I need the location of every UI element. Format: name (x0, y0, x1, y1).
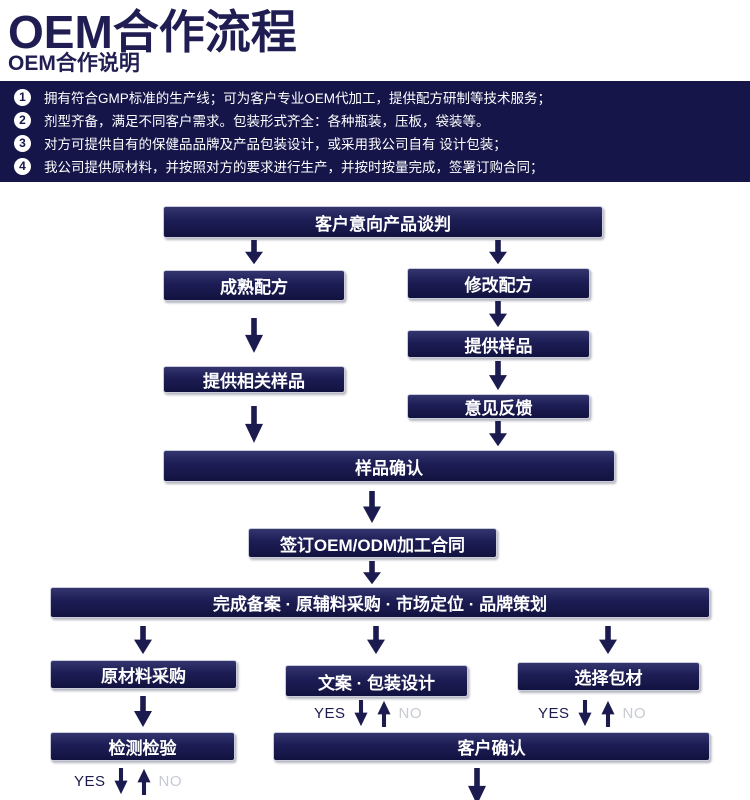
flow-box-modify-formula: 修改配方 (407, 268, 590, 299)
flow-box-mature-formula: 成熟配方 (163, 270, 345, 301)
flow-box-record-purchase-positioning: 完成备案 · 原辅料采购 · 市场定位 · 品牌策划 (50, 587, 710, 618)
arrow-down-icon (487, 361, 509, 391)
flow-box-negotiation: 客户意向产品谈判 (163, 206, 603, 238)
arrow-down-icon (353, 700, 369, 727)
arrow-down-icon (577, 700, 593, 727)
arrow-down-icon (243, 406, 265, 444)
intro-item-1: 1 拥有符合GMP标准的生产线；可为客户专业OEM代加工，提供配方研制等技术服务… (14, 87, 740, 107)
number-3-icon: 3 (14, 134, 31, 152)
yesno-loop-select-packaging: YES NO (538, 700, 646, 727)
page-subtitle: OEM合作说明 (8, 52, 140, 75)
intro-item-2: 2 剂型齐备，满足不同客户需求。包装形式齐全：各种瓶装，压板，袋装等。 (14, 110, 740, 130)
no-label: NO (398, 705, 423, 722)
arrow-down-icon (466, 768, 488, 800)
flow-box-raw-material-purchase: 原材料采购 (50, 660, 237, 689)
arrow-down-icon (487, 421, 509, 447)
arrow-up-icon (600, 700, 616, 727)
intro-item-text: 拥有符合GMP标准的生产线；可为客户专业OEM代加工，提供配方研制等技术服务； (44, 91, 552, 106)
intro-item-text: 我公司提供原材料，并按照对方的要求进行生产，并按时按量完成，签署订购合同； (44, 160, 544, 175)
arrow-down-icon (243, 318, 265, 354)
number-4-icon: 4 (14, 157, 31, 175)
arrow-down-icon (113, 768, 129, 795)
arrow-down-icon (132, 626, 154, 655)
arrow-down-icon (365, 626, 387, 655)
no-label: NO (622, 705, 647, 722)
intro-bar: 1 拥有符合GMP标准的生产线；可为客户专业OEM代加工，提供配方研制等技术服务… (0, 81, 750, 182)
yesno-loop-copy-packaging: YES NO (314, 700, 422, 727)
no-label: NO (158, 773, 183, 790)
flow-box-copy-packaging-design: 文案 · 包装设计 (285, 665, 468, 697)
flow-box-provide-samples: 提供样品 (407, 330, 590, 358)
arrow-down-icon (132, 696, 154, 728)
arrow-up-icon (136, 768, 152, 795)
intro-item-3: 3 对方可提供自有的保健品品牌及产品包装设计，或采用我公司自有 设计包装； (14, 133, 740, 153)
yes-label: YES (74, 773, 106, 790)
yesno-loop-test-inspection: YES NO (74, 768, 182, 795)
intro-item-text: 对方可提供自有的保健品品牌及产品包装设计，或采用我公司自有 设计包装； (44, 137, 507, 152)
intro-item-text: 剂型齐备，满足不同客户需求。包装形式齐全：各种瓶装，压板，袋装等。 (44, 114, 490, 129)
flow-box-feedback: 意见反馈 (407, 394, 590, 419)
number-1-icon: 1 (14, 88, 31, 106)
arrow-down-icon (361, 561, 383, 585)
flow-box-sign-contract: 签订OEM/ODM加工合同 (248, 528, 497, 558)
arrow-down-icon (487, 240, 509, 265)
number-2-icon: 2 (14, 111, 31, 129)
flow-box-sample-confirm: 样品确认 (163, 450, 615, 482)
arrow-down-icon (597, 626, 619, 655)
arrow-down-icon (361, 491, 383, 524)
arrow-down-icon (243, 240, 265, 265)
page-title: OEM合作流程 (8, 6, 297, 58)
intro-item-4: 4 我公司提供原材料，并按照对方的要求进行生产，并按时按量完成，签署订购合同； (14, 156, 740, 176)
flow-box-select-packaging: 选择包材 (517, 662, 700, 691)
yes-label: YES (538, 705, 570, 722)
arrow-down-icon (487, 301, 509, 328)
yes-label: YES (314, 705, 346, 722)
flow-box-test-inspection: 检测检验 (50, 732, 235, 761)
arrow-up-icon (376, 700, 392, 727)
flow-box-provide-related-samples: 提供相关样品 (163, 366, 345, 393)
flow-box-customer-confirm: 客户确认 (273, 732, 710, 761)
